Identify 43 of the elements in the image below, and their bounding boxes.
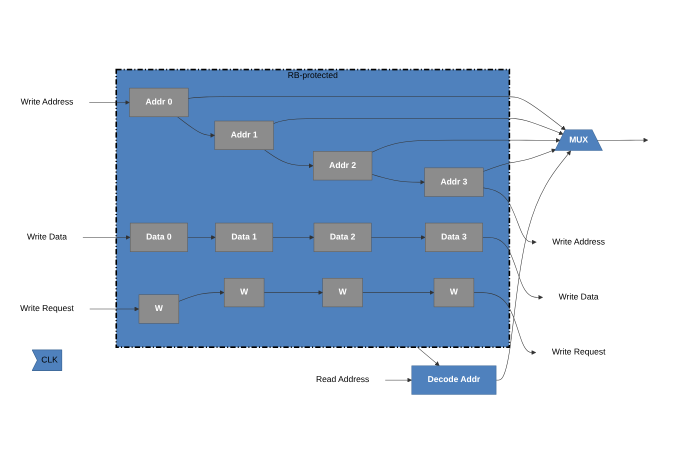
arrow — [483, 188, 537, 244]
node-box: Addr 2 — [313, 151, 372, 180]
node-text: Write Address — [20, 98, 74, 107]
node-box: W — [434, 278, 474, 308]
node-box: Data 3 — [425, 222, 483, 252]
node-text: Write Address — [552, 237, 605, 246]
node-box: Decode Addr — [411, 366, 496, 395]
node-box: W — [322, 278, 363, 308]
arrow — [82, 235, 130, 240]
arrow — [482, 237, 543, 300]
node-text: Write Request — [552, 348, 606, 357]
arrow — [88, 100, 130, 105]
arrow — [417, 346, 440, 366]
node-box: Data 2 — [314, 222, 372, 252]
arrow — [264, 290, 323, 295]
arrow — [483, 148, 556, 172]
arrow — [177, 116, 215, 138]
node-text: Read Address — [316, 375, 370, 384]
arrow — [597, 138, 648, 142]
node-text: Write Request — [20, 304, 74, 314]
arrow — [178, 290, 224, 302]
arrow — [384, 378, 412, 382]
arrow — [362, 290, 434, 295]
node-box: Addr 3 — [424, 168, 484, 197]
arrow — [188, 96, 566, 130]
node-box: Data 1 — [215, 222, 274, 252]
node-box: W — [224, 278, 264, 308]
arrow — [372, 138, 561, 153]
arrow — [496, 150, 571, 380]
arrow — [273, 118, 564, 135]
arrow — [474, 292, 536, 355]
node-text: Write Data — [27, 232, 67, 242]
node-box: Data 0 — [130, 222, 188, 252]
arrow — [272, 235, 314, 240]
arrow — [89, 306, 140, 312]
node-text: Write Data — [558, 292, 599, 302]
arrow — [187, 235, 216, 240]
node-box: Addr 0 — [129, 88, 188, 118]
arrow — [371, 235, 426, 240]
arrow — [264, 149, 314, 168]
node-box: W — [138, 294, 180, 324]
node-box: Addr 1 — [214, 120, 274, 150]
arrow — [372, 174, 425, 185]
